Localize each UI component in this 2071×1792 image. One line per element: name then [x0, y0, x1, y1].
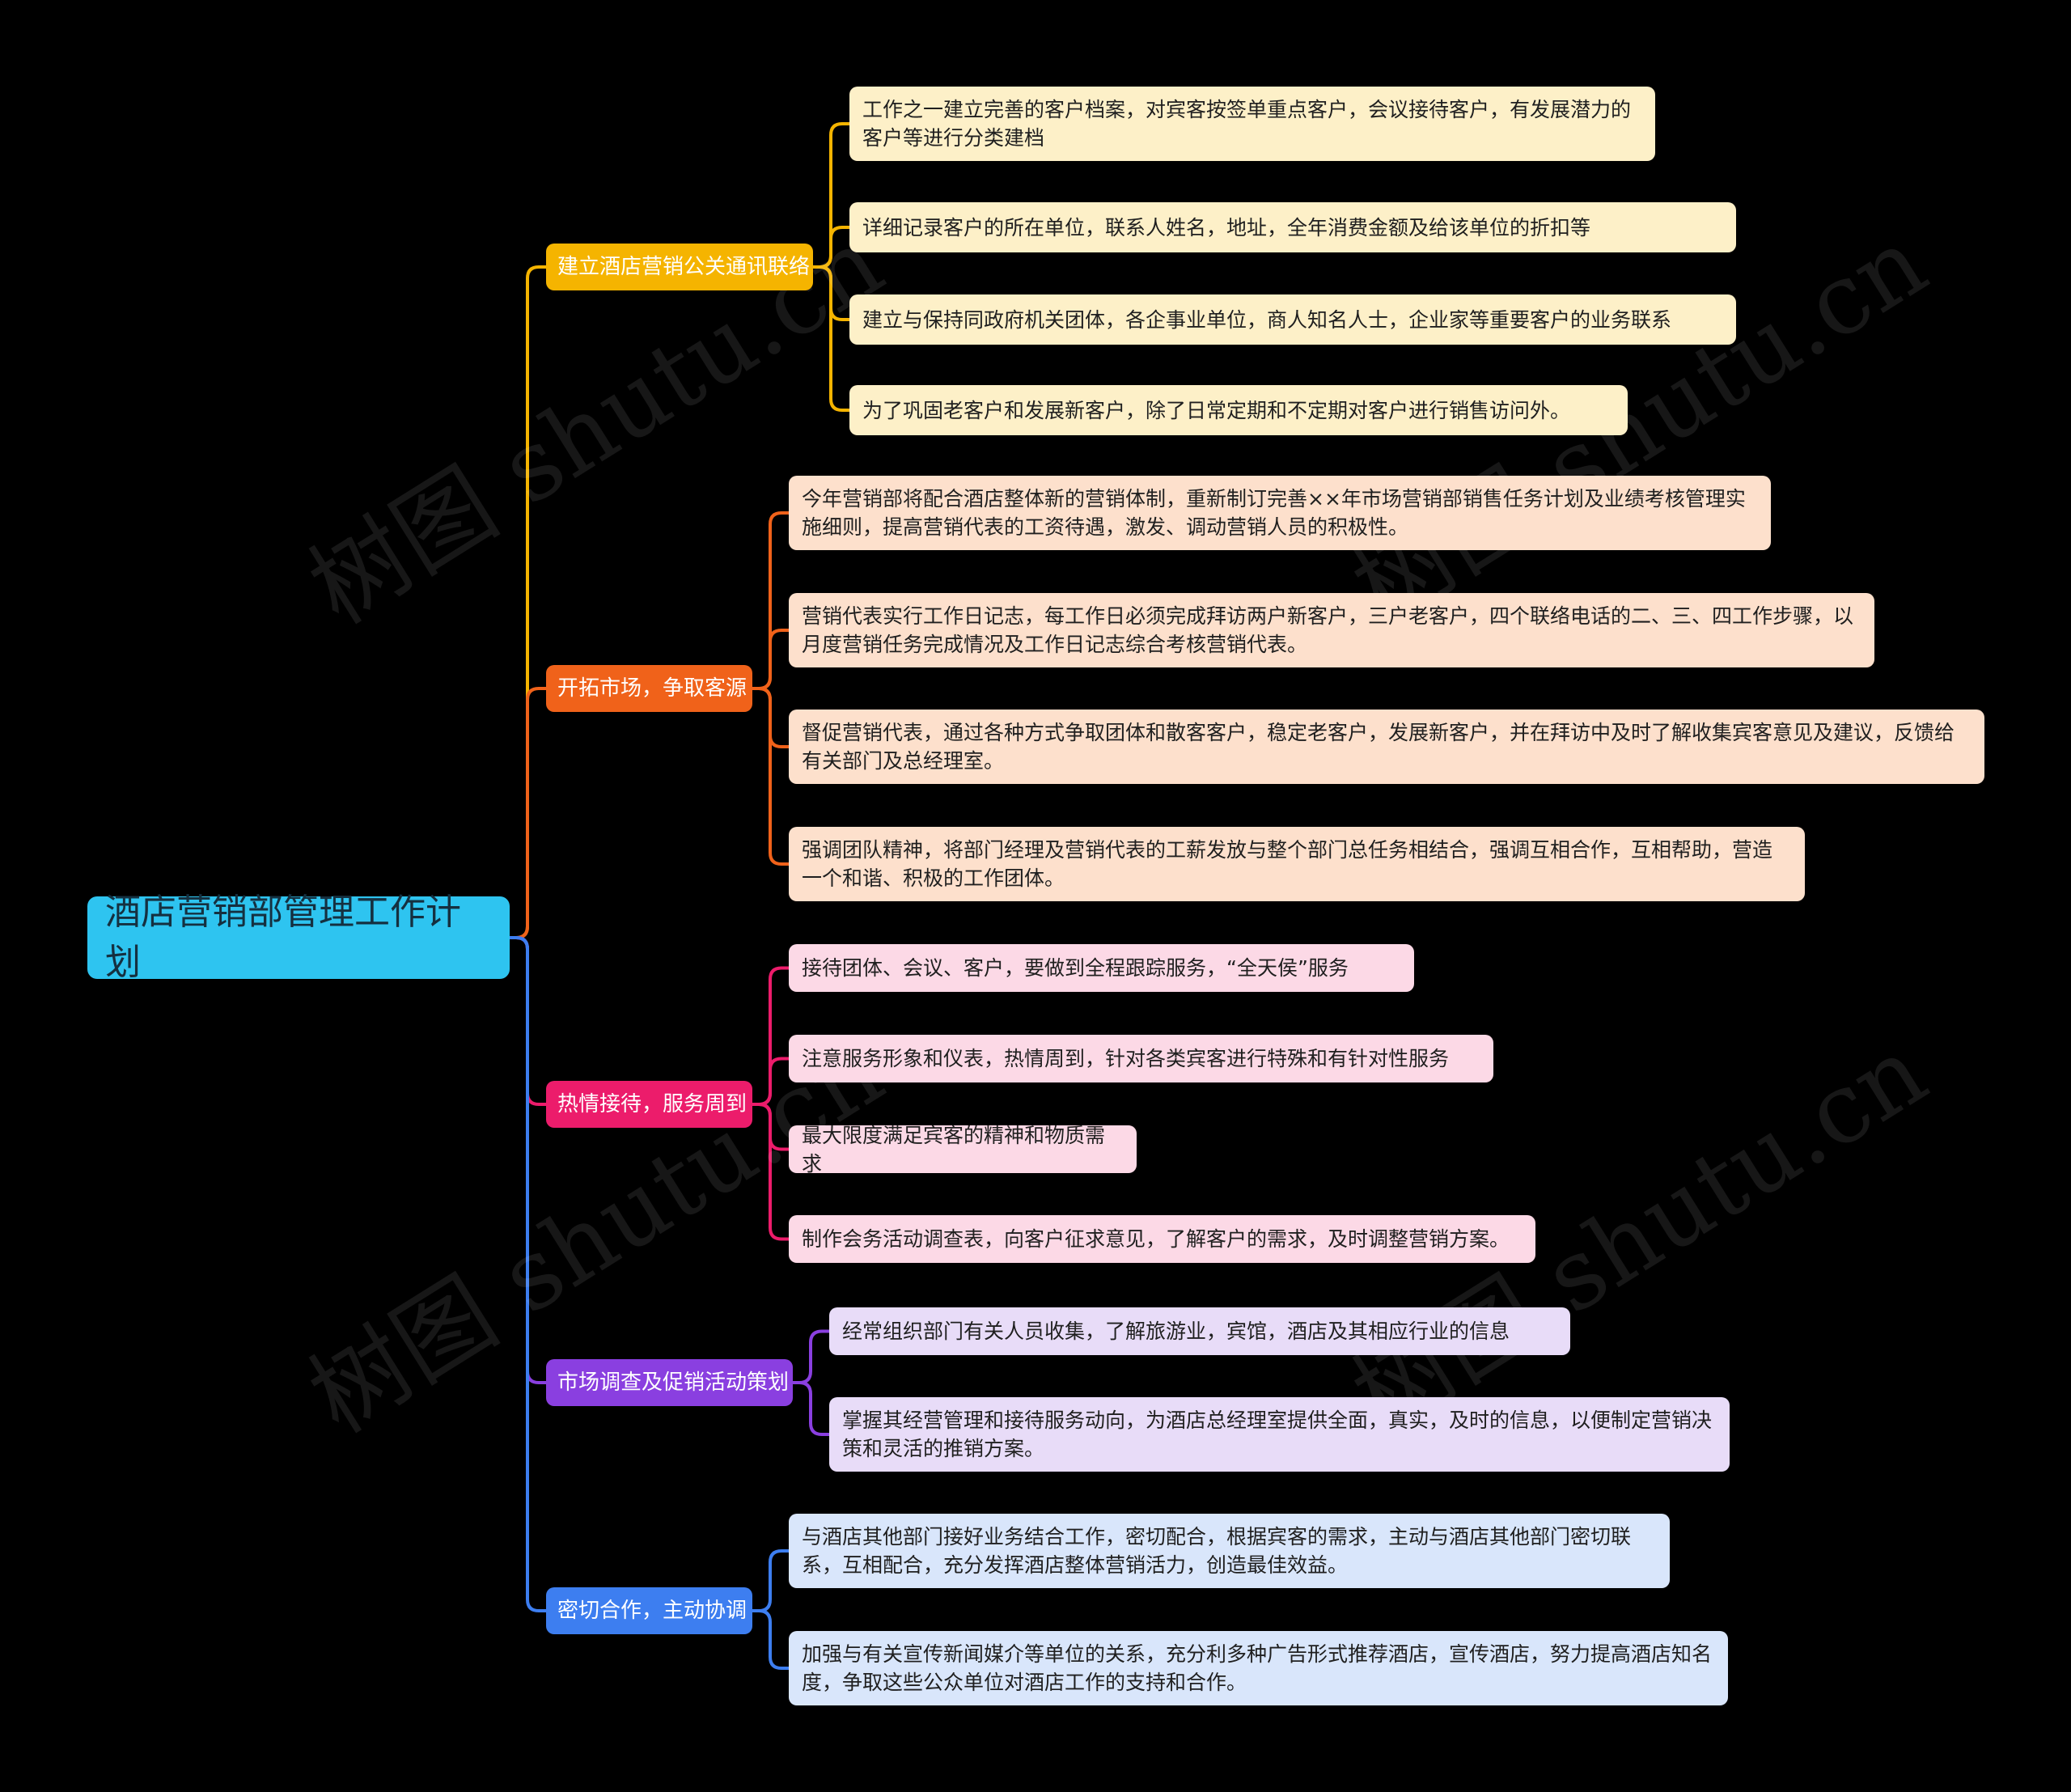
root-branch-connector [508, 687, 548, 939]
branch-leaf-connector [811, 226, 851, 269]
root-topic[interactable]: 酒店营销部管理工作计划 [87, 892, 510, 983]
branch-leaf-connector [751, 1103, 790, 1241]
branch-topic[interactable]: 市场调查及促销活动策划 [546, 1359, 793, 1406]
branch-leaf-connector [751, 687, 790, 866]
leaf-topic[interactable]: 加强与有关宣传新闻媒介等单位的关系，充分利多种广告形式推荐酒店，宣传酒店，努力提… [789, 1631, 1728, 1705]
leaf-topic[interactable]: 督促营销代表，通过各种方式争取团体和散客客户，稳定老客户，发展新客户，并在拜访中… [789, 710, 1984, 784]
leaf-topic[interactable]: 今年营销部将配合酒店整体新的营销体制，重新制订完善××年市场营销部销售任务计划及… [789, 476, 1771, 550]
root-branch-connector [508, 936, 548, 1612]
leaf-topic[interactable]: 掌握其经营管理和接待服务动向，为酒店总经理室提供全面，真实，及时的信息，以便制定… [829, 1397, 1730, 1472]
branch-topic[interactable]: 开拓市场，争取客源 [546, 665, 752, 712]
leaf-topic[interactable]: 注意服务形象和仪表，热情周到，针对各类宾客进行特殊和有针对性服务 [789, 1035, 1493, 1082]
leaf-topic[interactable]: 制作会务活动调查表，向客户征求意见，了解客户的需求，及时调整营销方案。 [789, 1215, 1535, 1263]
branch-leaf-connector [791, 1329, 831, 1384]
branch-topic[interactable]: 热情接待，服务周到 [546, 1081, 752, 1128]
branch-leaf-connector [751, 629, 790, 690]
branch-topic[interactable]: 建立酒店营销公关通讯联络 [546, 244, 813, 290]
branch-topic[interactable]: 密切合作，主动协调 [546, 1587, 752, 1634]
leaf-topic[interactable]: 详细记录客户的所在单位，联系人姓名，地址，全年消费金额及给该单位的折扣等 [849, 202, 1736, 252]
branch-leaf-connector [751, 1609, 790, 1670]
leaf-topic[interactable]: 为了巩固老客户和发展新客户，除了日常定期和不定期对客户进行销售访问外。 [849, 385, 1628, 435]
leaf-topic[interactable]: 最大限度满足宾客的精神和物质需求 [789, 1124, 1137, 1176]
leaf-topic[interactable]: 经常组织部门有关人员收集，了解旅游业，宾馆，酒店及其相应行业的信息 [829, 1307, 1570, 1355]
leaf-topic[interactable]: 工作之一建立完善的客户档案，对宾客按签单重点客户，会议接待客户，有发展潜力的客户… [849, 87, 1655, 161]
branch-leaf-connector [751, 1057, 790, 1106]
leaf-topic[interactable]: 强调团队精神，将部门经理及营销代表的工薪发放与整个部门总任务相结合，强调互相合作… [789, 827, 1805, 901]
leaf-topic[interactable]: 营销代表实行工作日记志，每工作日必须完成拜访两户新客户，三户老客户，四个联络电话… [789, 593, 1874, 667]
leaf-topic[interactable]: 与酒店其他部门接好业务结合工作，密切配合，根据宾客的需求，主动与酒店其他部门密切… [789, 1514, 1670, 1588]
branch-leaf-connector [791, 1381, 831, 1436]
branch-leaf-connector [751, 1549, 790, 1612]
leaf-topic[interactable]: 接待团体、会议、客户，要做到全程跟踪服务，“全天侯”服务 [789, 944, 1414, 992]
branch-leaf-connector [811, 265, 851, 412]
leaf-topic[interactable]: 建立与保持同政府机关团体，各企事业单位，商人知名人士，企业家等重要客户的业务联系 [849, 294, 1736, 345]
